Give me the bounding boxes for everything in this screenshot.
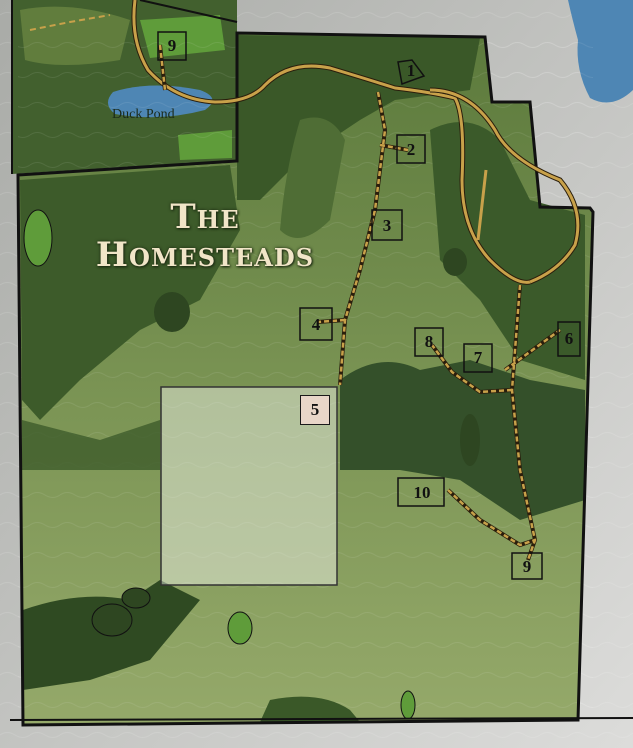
east-road[interactable] [429, 88, 580, 284]
lot-label-9-north[interactable]: 9 [167, 36, 177, 55]
title-line-2: Homesteads [95, 235, 315, 275]
map-title: The Homesteads [74, 200, 336, 272]
neighbor-road[interactable] [29, 14, 111, 31]
lot-label-6[interactable]: 6 [564, 329, 574, 348]
neighbor-boundary [139, 0, 238, 23]
tree-clump [460, 414, 480, 466]
property-boundary [16, 31, 595, 727]
lot-squares [157, 31, 581, 580]
driveways[interactable] [158, 44, 561, 561]
duck-pond-label: Duck Pond [112, 107, 175, 122]
lot-label-10[interactable]: 10 [413, 483, 431, 502]
forest-west [20, 165, 240, 420]
tree-clump [91, 603, 133, 637]
field-west [23, 209, 53, 267]
title-line-1: The [170, 197, 240, 237]
south-boundary [9, 717, 633, 721]
forest-west-2 [22, 420, 160, 470]
main-road[interactable] [132, 0, 531, 284]
tree-clump [443, 248, 467, 276]
forest-south [260, 696, 360, 722]
lot-label-3[interactable]: 3 [382, 216, 392, 235]
spur-road[interactable] [476, 169, 488, 241]
lot-label-2[interactable]: 2 [406, 140, 416, 159]
lot-label-7[interactable]: 7 [473, 348, 483, 367]
tree-clump [154, 292, 190, 332]
clearing-north [280, 117, 345, 238]
tree-clump [121, 587, 151, 609]
lot-label-1[interactable]: 1 [406, 61, 416, 80]
lot-label-4[interactable]: 4 [311, 315, 321, 334]
field-south-2 [400, 690, 416, 720]
field-south [227, 611, 253, 645]
lot-label-8[interactable]: 8 [424, 332, 434, 351]
forest-east [430, 122, 585, 380]
lot-label-9-south[interactable]: 9 [522, 557, 532, 576]
lot-label-5[interactable]: 5 [300, 395, 330, 425]
